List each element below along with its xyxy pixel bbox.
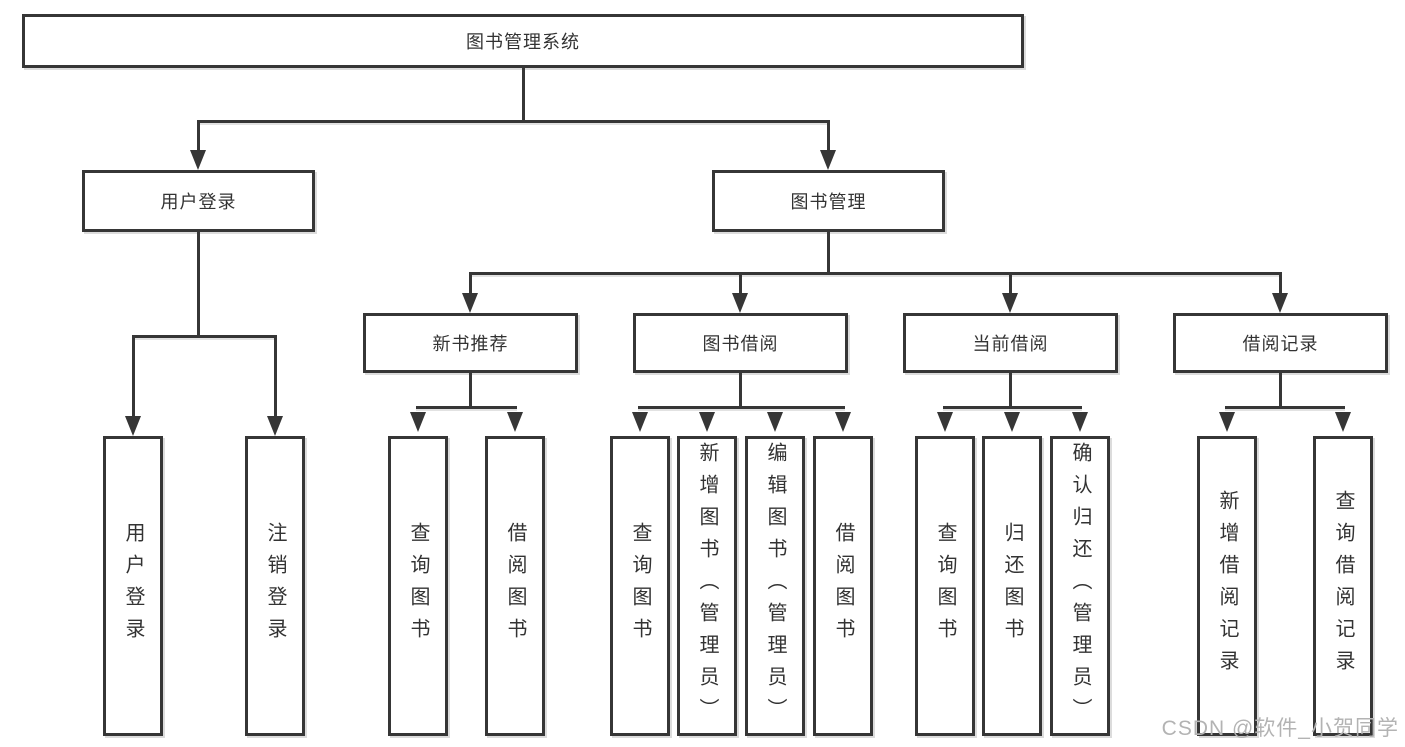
leaf-edit-books-admin-label: 编辑图书（管理员）	[764, 442, 786, 730]
node-user-login-label: 用户登录	[160, 192, 237, 212]
leaf-add-borrow-record-label: 新增借阅记录	[1216, 490, 1238, 682]
leaf-borrow-books-newrec-label: 借阅图书	[504, 522, 526, 650]
node-current-borrowing-label: 当前借阅	[972, 334, 1049, 354]
leaf-add-books-admin: 新增图书（管理员）	[677, 436, 737, 736]
leaf-user-login-label: 用户登录	[122, 522, 144, 650]
csdn-watermark: CSDN @软件_小贺同学	[1161, 717, 1399, 740]
arrowhead-down-icon	[1004, 412, 1020, 432]
arrowhead-down-icon	[190, 150, 206, 170]
arrowhead-down-icon	[1335, 412, 1351, 432]
connector-borrow-bar	[638, 406, 845, 409]
arrowhead-down-icon	[1272, 293, 1288, 313]
leaf-logout: 注销登录	[245, 436, 305, 736]
node-borrow-records: 借阅记录	[1173, 313, 1388, 373]
connector-current-stem	[1009, 373, 1012, 409]
node-new-book-recommend: 新书推荐	[363, 313, 578, 373]
connector-userlogin-bar	[132, 335, 277, 338]
node-current-borrowing: 当前借阅	[903, 313, 1118, 373]
arrowhead-down-icon	[699, 412, 715, 432]
node-book-borrowing-label: 图书借阅	[702, 334, 779, 354]
connector-root-stem	[522, 68, 525, 121]
arrowhead-down-icon	[1219, 412, 1235, 432]
connector-newbook-stem	[469, 373, 472, 409]
connector-userlogin-drop-1	[132, 335, 135, 420]
leaf-query-books-current-label: 查询图书	[934, 522, 956, 650]
arrowhead-down-icon	[767, 412, 783, 432]
arrowhead-down-icon	[1002, 293, 1018, 313]
leaf-confirm-return-admin: 确认归还（管理员）	[1050, 436, 1110, 736]
node-book-borrowing: 图书借阅	[633, 313, 848, 373]
connector-bookmgmt-drop-1	[469, 272, 472, 297]
connector-current-bar	[943, 406, 1082, 409]
connector-userlogin-stem	[197, 232, 200, 338]
leaf-borrow-books-newrec: 借阅图书	[485, 436, 545, 736]
leaf-query-borrow-record-label: 查询借阅记录	[1332, 490, 1354, 682]
leaf-borrow-books-label: 借阅图书	[832, 522, 854, 650]
node-borrow-records-label: 借阅记录	[1242, 334, 1319, 354]
leaf-query-borrow-record: 查询借阅记录	[1313, 436, 1373, 736]
arrowhead-down-icon	[507, 412, 523, 432]
leaf-return-books: 归还图书	[982, 436, 1042, 736]
leaf-query-books-borrow: 查询图书	[610, 436, 670, 736]
arrowhead-down-icon	[937, 412, 953, 432]
connector-root-bar	[197, 120, 830, 123]
leaf-query-books-current: 查询图书	[915, 436, 975, 736]
leaf-return-books-label: 归还图书	[1001, 522, 1023, 650]
arrowhead-down-icon	[1072, 412, 1088, 432]
connector-bookmgmt-bar	[469, 272, 1282, 275]
connector-bookmgmt-stem	[827, 232, 830, 275]
arrowhead-down-icon	[462, 293, 478, 313]
connector-bookmgmt-drop-2	[739, 272, 742, 297]
connector-userlogin-drop-2	[274, 335, 277, 420]
arrowhead-down-icon	[632, 412, 648, 432]
leaf-add-borrow-record: 新增借阅记录	[1197, 436, 1257, 736]
connector-root-drop-left	[197, 120, 200, 152]
arrowhead-down-icon	[732, 293, 748, 313]
arrowhead-down-icon	[820, 150, 836, 170]
leaf-borrow-books: 借阅图书	[813, 436, 873, 736]
arrowhead-down-icon	[267, 416, 283, 436]
connector-records-stem	[1279, 373, 1282, 409]
node-book-management: 图书管理	[712, 170, 945, 232]
connector-root-drop-right	[827, 120, 830, 152]
connector-bookmgmt-drop-3	[1009, 272, 1012, 297]
node-new-book-recommend-label: 新书推荐	[432, 334, 509, 354]
arrowhead-down-icon	[410, 412, 426, 432]
leaf-logout-label: 注销登录	[264, 522, 286, 650]
node-user-login: 用户登录	[82, 170, 315, 232]
leaf-query-books-newrec: 查询图书	[388, 436, 448, 736]
leaf-add-books-admin-label: 新增图书（管理员）	[696, 442, 718, 730]
connector-newbook-bar	[416, 406, 517, 409]
leaf-user-login: 用户登录	[103, 436, 163, 736]
node-root-label: 图书管理系统	[466, 32, 580, 52]
leaf-edit-books-admin: 编辑图书（管理员）	[745, 436, 805, 736]
leaf-query-books-newrec-label: 查询图书	[407, 522, 429, 650]
connector-bookmgmt-drop-4	[1279, 272, 1282, 297]
connector-borrow-stem	[739, 373, 742, 409]
connector-records-bar	[1225, 406, 1345, 409]
leaf-confirm-return-admin-label: 确认归还（管理员）	[1069, 442, 1091, 730]
node-root: 图书管理系统	[22, 14, 1024, 68]
arrowhead-down-icon	[125, 416, 141, 436]
arrowhead-down-icon	[835, 412, 851, 432]
node-book-management-label: 图书管理	[790, 192, 867, 212]
leaf-query-books-borrow-label: 查询图书	[629, 522, 651, 650]
